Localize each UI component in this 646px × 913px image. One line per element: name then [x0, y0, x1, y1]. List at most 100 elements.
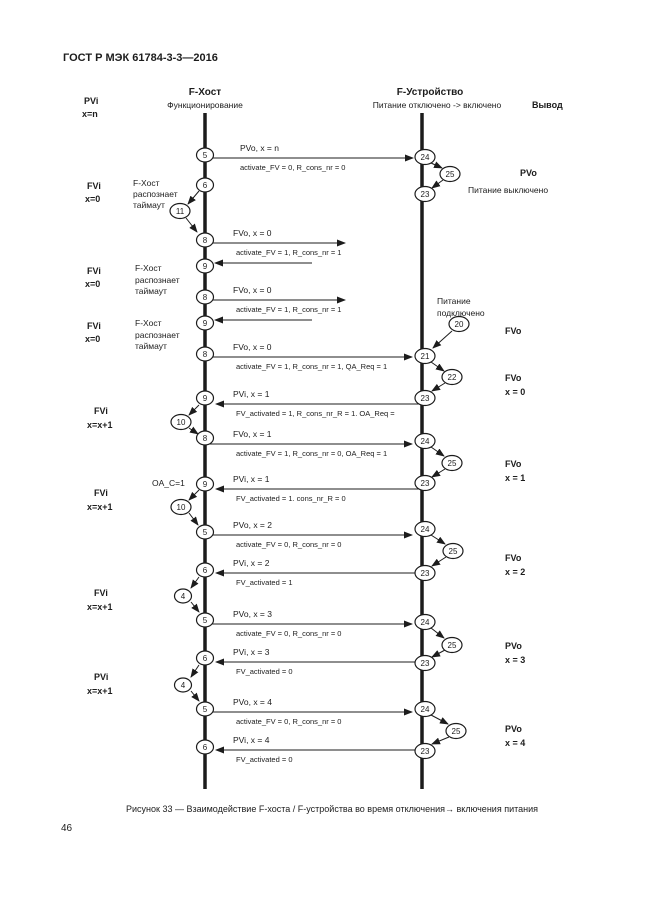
state-number: 20: [455, 320, 464, 329]
message-label: PVo, x = 4: [233, 697, 272, 707]
output-index: x = 0: [505, 387, 525, 397]
state-number: 4: [181, 681, 186, 690]
state-number: 21: [421, 352, 430, 361]
state-node: 25: [439, 165, 461, 183]
state-node: 20: [448, 315, 470, 333]
message-label: PVi, x = 2: [233, 558, 270, 568]
host-state-nodes: 5 6 11 8 9 8 9 8 9 10 8 9 10 5 6 4 5 6 4…: [169, 147, 215, 755]
figure-caption: Рисунок 33 — Взаимодействие F-хоста / F-…: [126, 804, 538, 814]
io-label: PVi: [94, 672, 108, 682]
state-number: 25: [452, 727, 461, 736]
state-node: 5: [195, 612, 215, 628]
message-4: FVo, x = 0 activate_FV = 1, R_cons_nr = …: [207, 342, 413, 371]
message-params: activate_FV = 0, R_cons_nr = 0: [236, 717, 341, 726]
device-state-nodes: 24 25 23 20 21 22 23 24 25 23 24 25 23 2…: [414, 148, 470, 760]
state-node: 11: [169, 202, 191, 220]
output-value: PVo: [505, 724, 522, 734]
state-number: 5: [203, 705, 208, 714]
io-value: x=n: [82, 109, 98, 119]
state-number: 23: [421, 190, 430, 199]
state-node: 9: [195, 315, 215, 331]
io-value: x=0: [85, 194, 100, 204]
message-label: FVo, x = 0: [233, 228, 272, 238]
timeout-note-2: F-Хост распознает таймаут: [135, 263, 180, 296]
state-node: 6: [195, 562, 215, 578]
state-node: 8: [195, 346, 215, 362]
state-number: 23: [421, 747, 430, 756]
io-label: FVi: [87, 181, 101, 191]
state-node: 21: [414, 347, 436, 365]
state-transition-arrows: [185, 161, 453, 745]
right-output-labels: PVo FVo FVo x = 0 FVo x = 1 FVo x = 2 PV…: [505, 168, 537, 748]
state-number: 25: [448, 641, 457, 650]
state-number: 9: [203, 262, 208, 271]
io-label: FVi: [87, 321, 101, 331]
state-node: 23: [414, 185, 436, 203]
message-params: activate_FV = 1, R_cons_nr = 1: [236, 305, 341, 314]
state-number: 24: [421, 437, 430, 446]
message-9: PVi, x = 2 FV_activated = 1: [215, 558, 420, 587]
state-number: 25: [449, 547, 458, 556]
message-13: PVi, x = 4 FV_activated = 0: [215, 735, 420, 764]
state-node: 4: [173, 677, 193, 693]
state-number: 8: [203, 350, 208, 359]
output-value: FVo: [505, 373, 522, 383]
io-label: FVi: [94, 406, 108, 416]
message-3: FVo, x = 0 activate_FV = 1, R_cons_nr = …: [207, 285, 346, 324]
state-node: 9: [195, 258, 215, 274]
host-column-title: F-Хост: [189, 87, 222, 98]
state-node: 22: [441, 368, 463, 386]
state-node: 24: [414, 432, 436, 450]
state-number: 24: [421, 705, 430, 714]
timeout-note-line: F-Хост: [133, 178, 160, 188]
power-on-note-line: подключено: [437, 308, 485, 318]
left-io-labels: PVi x=n FVi x=0 FVi x=0 FVi x=0 FVi x=x+…: [82, 96, 113, 696]
output-value: FVo: [505, 459, 522, 469]
state-node: 23: [414, 742, 436, 760]
state-node: 6: [195, 177, 215, 193]
state-node: 24: [414, 700, 436, 718]
io-value: x=x+1: [87, 420, 113, 430]
io-value: x=0: [85, 279, 100, 289]
message-params: FV_activated = 0: [236, 667, 293, 676]
output-value: FVo: [505, 326, 522, 336]
message-12: PVo, x = 4 activate_FV = 0, R_cons_nr = …: [207, 697, 413, 726]
state-number: 24: [421, 618, 430, 627]
state-node: 4: [173, 588, 193, 604]
io-value: x=0: [85, 334, 100, 344]
state-number: 6: [203, 181, 208, 190]
state-number: 9: [203, 319, 208, 328]
device-column-title: F-Устройство: [397, 87, 463, 98]
message-label: PVo, x = 2: [233, 520, 272, 530]
output-index: x = 1: [505, 473, 525, 483]
message-label: FVo, x = 1: [233, 429, 272, 439]
message-11: PVi, x = 3 FV_activated = 0: [215, 647, 420, 676]
timeout-note-line: распознает: [135, 330, 180, 340]
state-node: 8: [195, 289, 215, 305]
message-params: activate_FV = 0, R_cons_nr = 0: [236, 540, 341, 549]
output-column-label: Вывод: [532, 100, 563, 110]
message-10: PVo, x = 3 activate_FV = 0, R_cons_nr = …: [207, 609, 413, 638]
state-number: 8: [203, 434, 208, 443]
state-number: 11: [176, 207, 185, 216]
io-label: FVi: [94, 488, 108, 498]
state-node: 24: [414, 520, 436, 538]
state-node: 8: [195, 430, 215, 446]
state-number: 23: [421, 659, 430, 668]
message-label: PVo, x = n: [240, 143, 279, 153]
state-number: 9: [203, 480, 208, 489]
message-7: PVi, x = 1 FV_activated = 1. cons_nr_R =…: [215, 474, 420, 503]
state-number: 24: [421, 153, 430, 162]
power-on-note-line: Питание: [437, 296, 471, 306]
timeout-note-line: таймаут: [135, 286, 167, 296]
state-number: 8: [203, 236, 208, 245]
state-number: 25: [446, 170, 455, 179]
state-node: 23: [414, 389, 436, 407]
state-number: 23: [421, 569, 430, 578]
output-index: x = 4: [505, 738, 525, 748]
message-label: FVo, x = 0: [233, 342, 272, 352]
message-params: activate_FV = 0, R_cons_nr = 0: [236, 629, 341, 638]
state-number: 6: [203, 743, 208, 752]
state-number: 24: [421, 525, 430, 534]
